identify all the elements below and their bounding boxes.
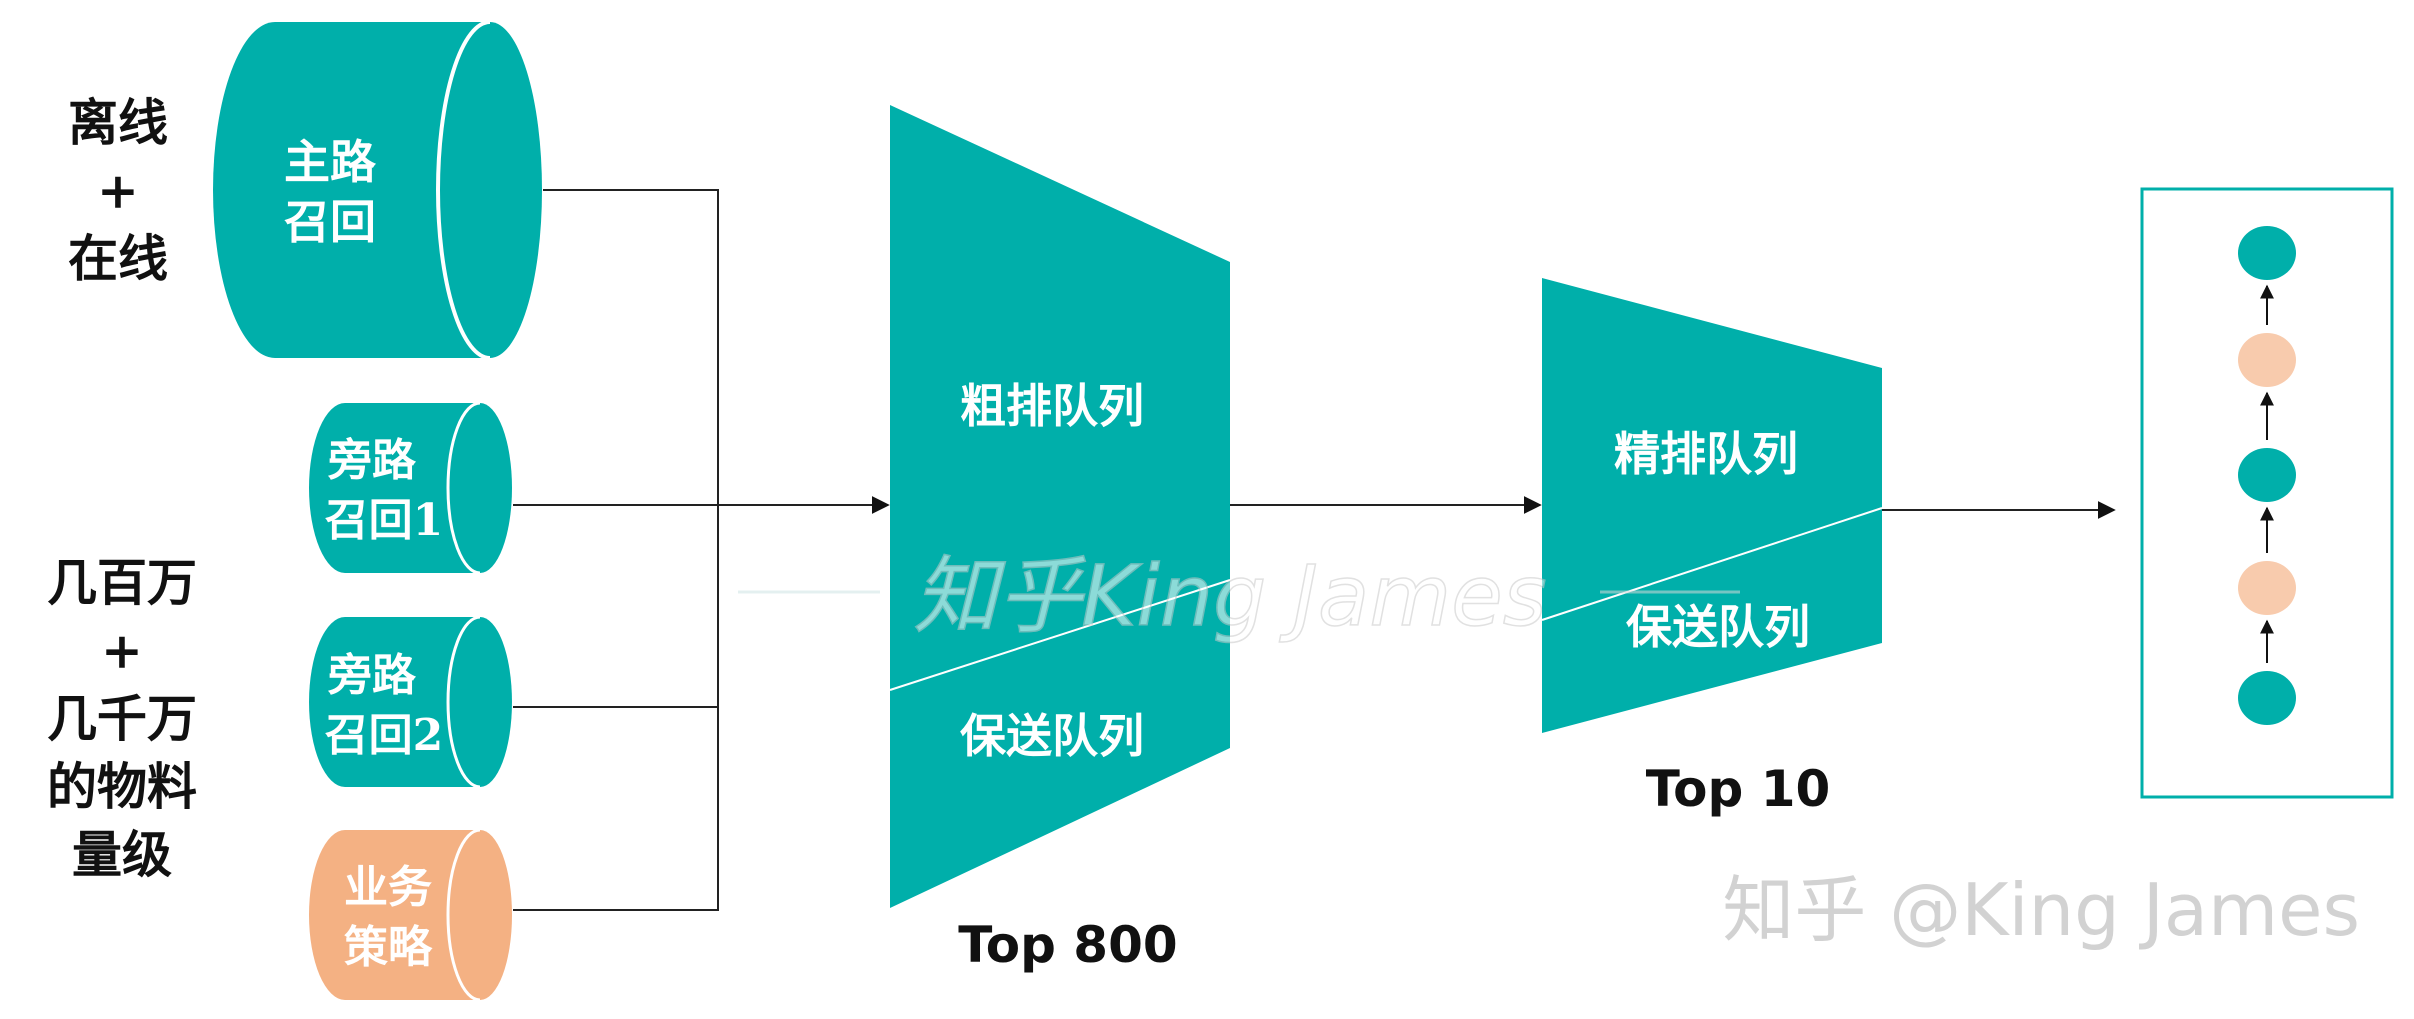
result-item-4 (2238, 561, 2296, 615)
coarse-queue-label: 粗排队列 (960, 379, 1144, 433)
coarse-guarantee-label: 保送队列 (960, 709, 1144, 763)
side-recall-2-cylinder: 旁路 召回2 (309, 615, 512, 789)
fine-top-label: Top 10 (1646, 760, 1831, 818)
side-recall-1-label-line1: 旁路 (327, 435, 417, 486)
label-offline: 离线 (68, 93, 168, 152)
label-millions: 几百万 (47, 553, 197, 612)
side-recall-2-label-line1: 旁路 (327, 650, 417, 701)
fine-guarantee-label: 保送队列 (1626, 600, 1810, 654)
fine-queue-label: 精排队列 (1614, 427, 1798, 481)
label-tens-of-millions: 几千万 (47, 689, 197, 748)
business-strategy-label-line2: 策略 (344, 922, 433, 973)
main-recall-label-line1: 主路 (284, 135, 377, 189)
label-plus: + (97, 161, 139, 220)
main-recall-label-line2: 召回 (284, 195, 376, 249)
coarse-divider (889, 579, 1231, 691)
main-recall-cylinder: 主路 召回 (213, 20, 542, 360)
result-item-1 (2238, 226, 2296, 280)
side-recall-2-label-line2: 召回2 (325, 710, 444, 761)
label-plus-2: + (101, 621, 143, 680)
label-magnitude: 量级 (72, 825, 172, 884)
result-item-3 (2238, 448, 2296, 502)
corner-watermark-text: 知乎 @King James (1722, 868, 2360, 952)
center-watermark-text: 知乎King James (913, 547, 1546, 645)
business-strategy-cylinder: 业务 策略 (309, 828, 512, 1002)
fine-divider (1541, 507, 1883, 621)
business-strategy-label-line1: 业务 (344, 862, 432, 913)
coarse-top-label: Top 800 (958, 916, 1177, 974)
result-list-box (2140, 187, 2394, 799)
label-materials: 的物料 (47, 757, 197, 816)
side-recall-1-cylinder: 旁路 召回1 (309, 401, 512, 575)
left-label-online-offline: 离线 + 在线 (68, 93, 168, 288)
fine-ranking-funnel: 精排队列 保送队列 (1541, 278, 1883, 733)
result-item-5 (2238, 671, 2296, 725)
recall-connectors (513, 189, 890, 911)
result-item-2 (2238, 333, 2296, 387)
left-label-material-scale: 几百万 + 几千万 的物料 量级 (47, 553, 197, 884)
connector-bus (513, 189, 719, 911)
center-watermark: 知乎King James (738, 546, 1740, 646)
label-online: 在线 (68, 229, 168, 288)
coarse-ranking-funnel: 粗排队列 保送队列 (889, 105, 1231, 908)
side-recall-1-label-line2: 召回1 (325, 495, 444, 546)
